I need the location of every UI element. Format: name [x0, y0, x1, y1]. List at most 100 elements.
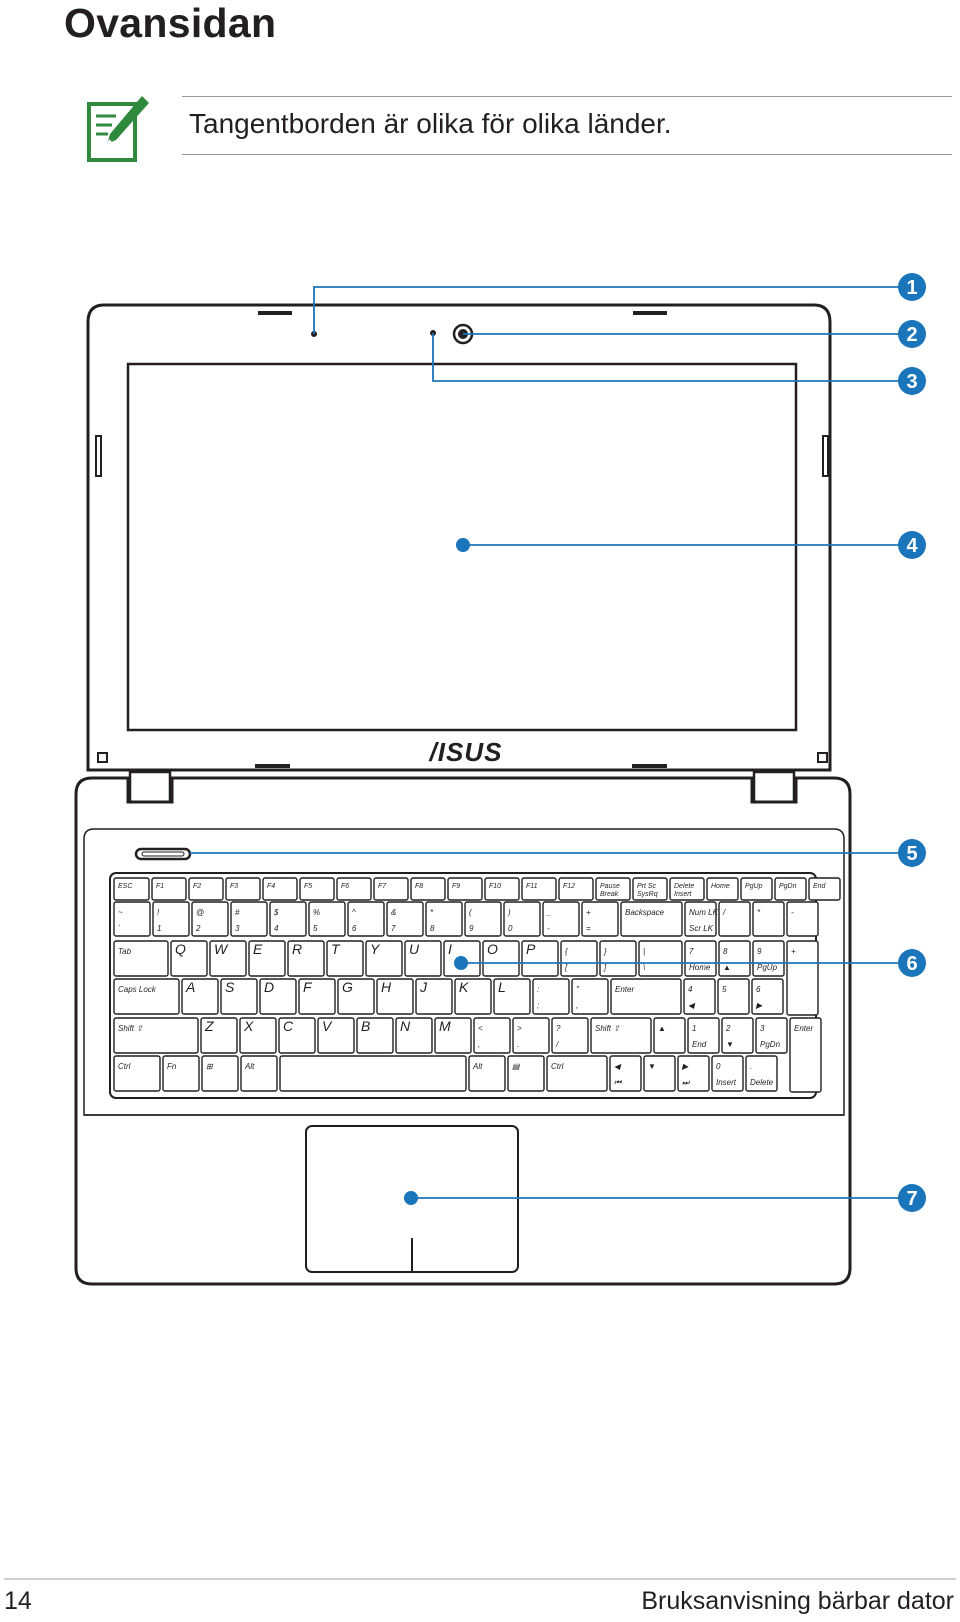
- keyboard-key: F10: [484, 877, 520, 901]
- keyboard-key: L: [493, 978, 531, 1015]
- key-label: F6: [341, 883, 349, 890]
- keyboard-key: 5: [717, 978, 750, 1015]
- key-cap: [356, 1017, 394, 1054]
- keyboard-key: *8: [425, 901, 463, 937]
- key-label: ?: [556, 1024, 561, 1033]
- keyboard-key: F1: [151, 877, 187, 901]
- key-sublabel: \: [643, 963, 645, 972]
- svg-text:1: 1: [906, 277, 917, 299]
- keyboard-key: F3: [225, 877, 261, 901]
- key-cap: [373, 877, 409, 901]
- keyboard-key: Caps Lock: [113, 978, 180, 1015]
- key-cap: [152, 901, 190, 937]
- key-sublabel: 0: [508, 924, 513, 933]
- key-label: ^: [352, 908, 356, 917]
- keyboard-key: %5: [308, 901, 346, 937]
- key-cap: [684, 940, 717, 977]
- key-sublabel: End: [692, 1040, 707, 1049]
- key-label: 2: [725, 1024, 731, 1033]
- key-label: Alt: [472, 1062, 483, 1071]
- key-label: }: [603, 947, 607, 956]
- key-sublabel: /: [555, 1040, 559, 1049]
- key-label: ): [507, 908, 511, 917]
- key-cap: [113, 1017, 199, 1054]
- key-label: .: [750, 1062, 752, 1071]
- key-cap: [632, 877, 668, 901]
- key-label: Num LK: [689, 908, 719, 917]
- key-sublabel: `: [118, 924, 121, 933]
- keyboard-key: Home: [706, 877, 739, 901]
- keyboard-key: A: [181, 978, 219, 1015]
- key-cap: [706, 877, 739, 901]
- key-label: F5: [304, 883, 312, 890]
- keyboard-key: V: [317, 1017, 355, 1054]
- key-sublabel: ▲: [723, 963, 731, 972]
- keyboard-key: ~`: [113, 901, 151, 937]
- keyboard-key: ▼: [643, 1055, 676, 1092]
- keyboard-key: J: [415, 978, 453, 1015]
- key-label: F11: [526, 883, 538, 890]
- keyboard-key: PgUp: [740, 877, 773, 901]
- key-label: ESC: [118, 883, 133, 890]
- note-pencil-icon: [86, 92, 152, 166]
- keyboard-key: Backspace: [620, 901, 683, 937]
- key-sublabel: ,: [478, 1040, 480, 1049]
- key-label: >: [517, 1024, 522, 1033]
- keyboard-key: ^6: [347, 901, 385, 937]
- key-cap: [721, 1017, 754, 1054]
- key-label: Z: [204, 1018, 214, 1034]
- display-panel: [126, 362, 798, 732]
- key-cap: [638, 940, 683, 977]
- key-sublabel: Home: [689, 963, 711, 972]
- key-cap: [447, 877, 483, 901]
- key-label: <: [478, 1024, 483, 1033]
- key-cap: [326, 940, 364, 977]
- keyboard-key: S: [220, 978, 258, 1015]
- key-cap: [113, 877, 150, 901]
- key-label: 3: [760, 1024, 765, 1033]
- keyboard-key: !1: [152, 901, 190, 937]
- key-label: X: [243, 1018, 254, 1034]
- key-cap: [581, 901, 619, 937]
- key-cap: [278, 1017, 316, 1054]
- key-cap: [751, 978, 784, 1015]
- key-cap: [473, 1017, 511, 1054]
- key-label: ": [576, 985, 580, 994]
- keyboard-key: P: [521, 940, 559, 977]
- key-label: I: [448, 941, 452, 957]
- key-cap: [717, 978, 750, 1015]
- keyboard-key: ESC: [113, 877, 150, 901]
- keyboard-key: #3: [230, 901, 268, 937]
- key-sublabel: Scr LK: [689, 924, 714, 933]
- key-cap: [191, 901, 229, 937]
- key-cap: [259, 978, 297, 1015]
- keyboard-key: F8: [410, 877, 446, 901]
- key-label: F12: [563, 883, 575, 890]
- keyboard-key: ▲: [653, 1017, 686, 1054]
- callout-1: 1: [898, 273, 926, 301]
- key-label: Enter: [794, 1024, 813, 1033]
- key-cap: [365, 940, 403, 977]
- keyboard-key: /: [718, 901, 751, 937]
- key-label: V: [322, 1018, 333, 1034]
- key-label: /: [722, 908, 726, 917]
- page-number: 14: [4, 1587, 32, 1615]
- key-cap: [225, 877, 261, 901]
- key-label: @: [196, 908, 204, 917]
- key-cap: [162, 1055, 200, 1092]
- key-label: A: [185, 979, 195, 995]
- svg-text:7: 7: [906, 1188, 917, 1210]
- keyboard-key: 4◀: [683, 978, 716, 1015]
- key-cap: [560, 940, 598, 977]
- note-text: Tangentborden är olika för olika länder.: [189, 108, 672, 139]
- keyboard-key: O: [482, 940, 520, 977]
- keyboard-key: Q: [170, 940, 208, 977]
- key-label: S: [225, 979, 235, 995]
- callout-numbers: 1 2 3 4 5 6 7: [898, 273, 926, 1212]
- key-label: PgDn: [779, 883, 797, 890]
- asus-logo: /ISUS: [429, 737, 502, 767]
- callout-7: 7: [898, 1184, 926, 1212]
- key-label: Ctrl: [118, 1062, 131, 1071]
